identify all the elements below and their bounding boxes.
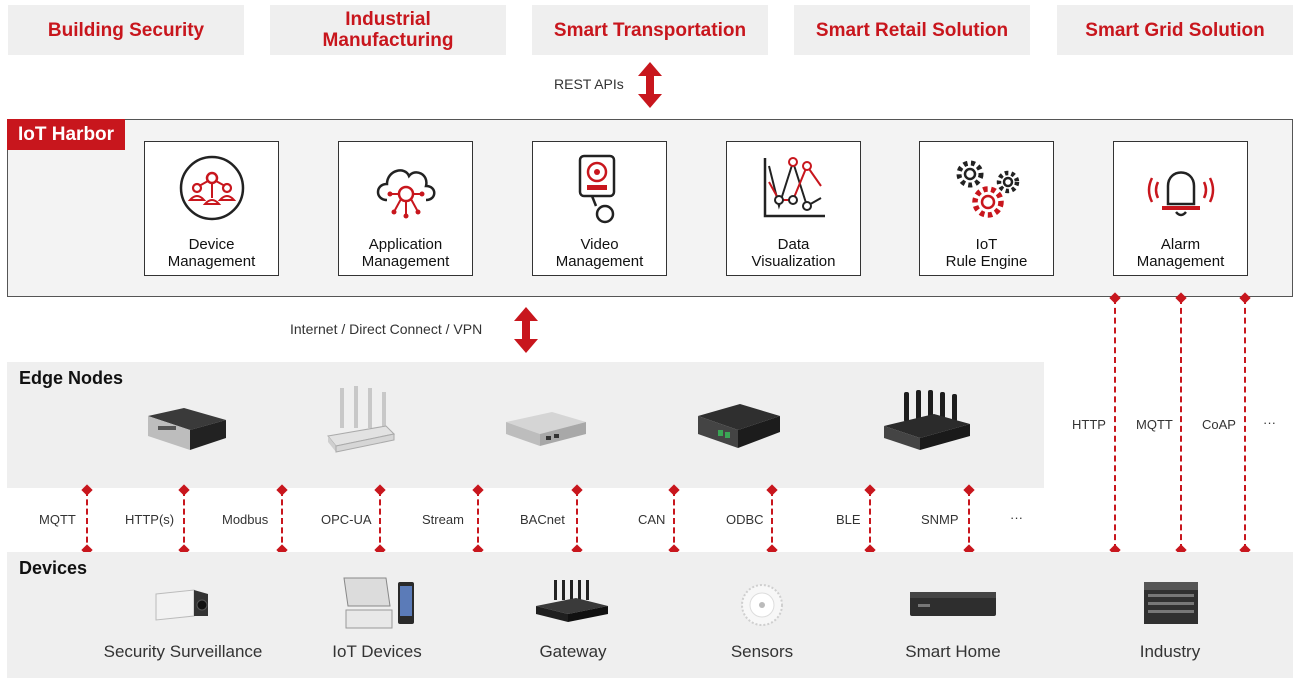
- protocol-connector-line: [477, 490, 479, 552]
- solution-industrial-manufacturing: Industrial Manufacturing: [270, 5, 506, 55]
- protocol-https: HTTP(s): [125, 512, 175, 527]
- edge-industrial-device: [698, 404, 780, 448]
- pos-terminal-image: [343, 577, 414, 629]
- protocol-connector-line: [183, 490, 185, 552]
- gears-icon: [956, 160, 1020, 218]
- protocol-connector-line: [673, 490, 675, 552]
- smart-home-box-image: [910, 592, 996, 616]
- camera-icon: [578, 154, 616, 224]
- gateway-image: [536, 580, 608, 622]
- device-label-gateway: Gateway: [539, 642, 607, 661]
- module-data-visualization[interactable]: Data Visualization: [726, 141, 861, 276]
- module-label: Data Visualization: [751, 236, 836, 270]
- rest-apis-label: REST APIs: [554, 76, 624, 92]
- solution-smart-retail: Smart Retail Solution: [794, 5, 1030, 55]
- module-label: Device Management: [167, 236, 256, 270]
- protocol-connector-line: [86, 490, 88, 552]
- module-label: Application Management: [361, 236, 450, 270]
- protocol-odbc: ODBC: [726, 512, 764, 527]
- line-chart-icon: [763, 157, 825, 218]
- module-application-management[interactable]: Application Management: [338, 141, 473, 276]
- devices-panel: [7, 552, 1293, 678]
- module-device-management[interactable]: Device Management: [144, 141, 279, 276]
- protocol-more: ···: [1263, 415, 1276, 430]
- protocol-http: HTTP: [1072, 417, 1106, 432]
- protocol-connector-line: [968, 490, 970, 552]
- edge-router-device: [327, 386, 396, 453]
- module-iot-rule-engine[interactable]: IoT Rule Engine: [919, 141, 1054, 276]
- http-connector-line: [1114, 298, 1116, 550]
- edge-5g-router-device: [884, 390, 970, 450]
- module-alarm-management[interactable]: Alarm Management: [1113, 141, 1248, 276]
- protocol-coap: CoAP: [1202, 417, 1236, 432]
- device-label-smart-home: Smart Home: [905, 642, 1001, 661]
- solution-label: Industrial Manufacturing: [322, 9, 454, 51]
- protocol-modbus: Modbus: [222, 512, 269, 527]
- protocol-bacnet: BACnet: [520, 512, 565, 527]
- solution-building-security: Building Security: [8, 5, 244, 55]
- protocol-connector-line: [281, 490, 283, 552]
- solution-smart-grid: Smart Grid Solution: [1057, 5, 1293, 55]
- solution-smart-transportation: Smart Transportation: [532, 5, 768, 55]
- edge-nodes-title: Edge Nodes: [19, 368, 124, 388]
- device-label-industry: Industry: [1139, 642, 1201, 661]
- device-label-iot-devices: IoT Devices: [332, 642, 422, 661]
- protocol-more: ···: [1010, 510, 1023, 525]
- module-label: Video Management: [555, 236, 644, 270]
- double-arrow-icon: [638, 62, 662, 108]
- mqtt-connector-line: [1180, 298, 1182, 550]
- protocol-connector-line: [869, 490, 871, 552]
- sensor-image: [741, 584, 783, 626]
- device-label-security-surveillance: Security Surveillance: [103, 642, 263, 661]
- protocol-connector-line: [771, 490, 773, 552]
- protocol-snmp: SNMP: [921, 512, 959, 527]
- device-management-icon: [179, 155, 245, 221]
- protocol-can: CAN: [638, 512, 666, 527]
- alarm-bell-icon: [1147, 171, 1215, 217]
- module-label: Alarm Management: [1136, 236, 1225, 270]
- devices-title: Devices: [19, 558, 88, 578]
- protocol-mqtt: MQTT: [39, 512, 76, 527]
- protocol-mqtt: MQTT: [1136, 417, 1173, 432]
- connect-label: Internet / Direct Connect / VPN: [290, 321, 483, 337]
- protocol-ble: BLE: [836, 512, 861, 527]
- protocol-opc-ua: OPC-UA: [321, 512, 372, 527]
- protocol-connector-line: [379, 490, 381, 552]
- device-label-sensors: Sensors: [730, 642, 794, 661]
- edge-box-device: [148, 408, 226, 450]
- module-label: IoT Rule Engine: [945, 236, 1028, 270]
- module-video-management[interactable]: Video Management: [532, 141, 667, 276]
- industrial-controller-image: [1144, 582, 1198, 624]
- double-arrow-icon: [514, 307, 538, 353]
- protocol-stream: Stream: [422, 512, 464, 527]
- iot-harbor-title: IoT Harbor: [7, 119, 125, 150]
- cloud-app-icon: [376, 169, 436, 219]
- surveillance-camera-image: [155, 589, 208, 621]
- protocol-connector-line: [576, 490, 578, 552]
- edge-gateway-device: [506, 412, 586, 446]
- coap-connector-line: [1244, 298, 1246, 550]
